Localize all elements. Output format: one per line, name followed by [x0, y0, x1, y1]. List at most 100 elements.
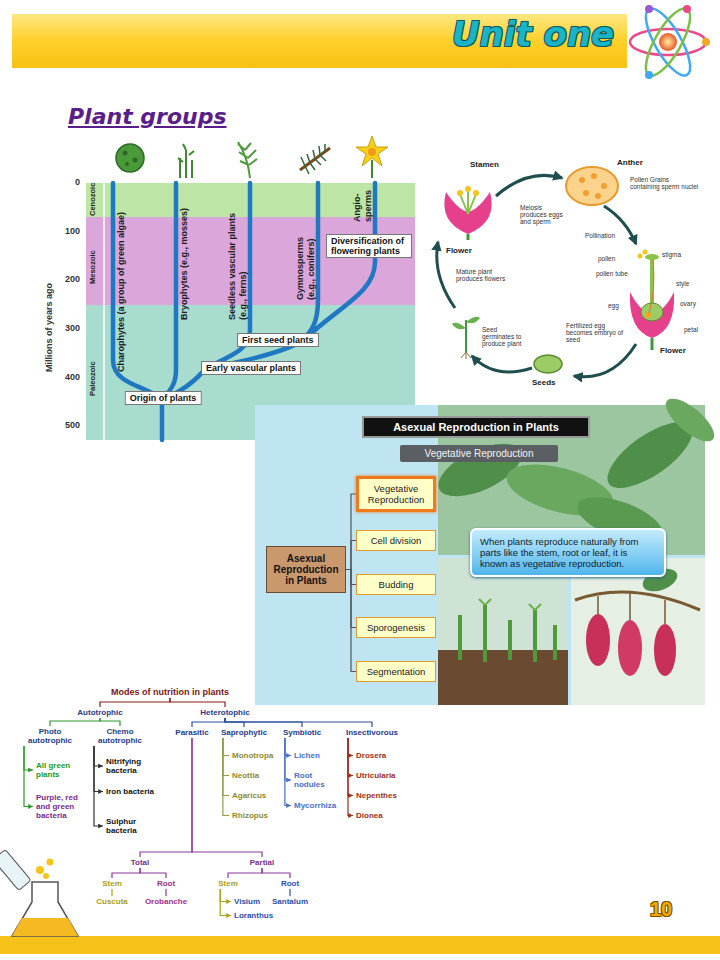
- tree-term: Orobanche: [143, 896, 189, 907]
- node-text: Neottia: [232, 771, 259, 780]
- node-text: Photo autotrophic: [22, 727, 78, 745]
- tree-term: Nepenthes: [354, 790, 399, 801]
- connector: [100, 718, 120, 726]
- branch-box: Budding: [356, 574, 436, 595]
- lineage-label: Angio-sperms: [352, 184, 374, 222]
- connector: [346, 494, 356, 570]
- tick-label: 300: [56, 323, 80, 333]
- root-box: Asexual Reproduction in Plants: [266, 546, 346, 593]
- connector: [192, 718, 225, 727]
- connector: [94, 746, 103, 792]
- connector: [111, 889, 112, 896]
- step-note: Mature plant produces flowers: [456, 268, 508, 282]
- branch-box: Vegetative Reproduction: [356, 476, 436, 512]
- node-text: Stem: [102, 879, 122, 888]
- panel-tab: Vegetative Reproduction: [400, 445, 558, 462]
- connector: [24, 746, 33, 807]
- node-text: Symbiotic: [283, 728, 321, 737]
- step-note: Fertilized egg becomes embryo of seed: [566, 322, 624, 343]
- tree-term: Chemo autotrophic: [90, 726, 150, 746]
- connector: [223, 738, 229, 756]
- connector: [223, 738, 229, 796]
- callout-box: When plants reproduce naturally from par…: [470, 528, 666, 577]
- node-text: Chemo autotrophic: [92, 727, 148, 745]
- connector: [112, 868, 140, 878]
- connector: [348, 738, 353, 816]
- node-text: Cuscuta: [96, 897, 128, 906]
- tree-term: Total: [129, 857, 152, 868]
- branch-box: Sporogenesis: [356, 617, 436, 638]
- node-text: Santalum: [272, 897, 308, 906]
- lineage-label: Charophytes (a group of green algae): [116, 212, 127, 372]
- part-label: stigma: [662, 251, 681, 258]
- connector: [225, 718, 372, 727]
- geologic-time-bands: [86, 183, 415, 440]
- connector: [262, 868, 290, 878]
- tree-term: Purple, red and green bacteria: [34, 792, 92, 821]
- part-label: Stamen: [470, 160, 499, 169]
- step-note: Seed germinates to produce plant: [482, 326, 530, 347]
- tree-term: Photo autotrophic: [20, 726, 80, 746]
- tree-term: Iron bacteria: [104, 786, 160, 797]
- phylogenetic-tree: [113, 183, 375, 440]
- tree-term: Neottia: [230, 770, 261, 781]
- tick-label: 100: [56, 226, 80, 236]
- stage-label: Flower: [446, 246, 472, 255]
- tree-term: Agaricus: [230, 790, 268, 801]
- connector: [170, 698, 225, 707]
- node-text: Asexual Reproduction in Plants: [367, 421, 585, 433]
- connector: [24, 746, 33, 770]
- connector: [223, 738, 229, 776]
- tree-term: Partial: [248, 857, 276, 868]
- tree-term: Insectivorous: [344, 727, 400, 738]
- tick-label: 0: [56, 177, 80, 187]
- step-note: Meiosis produces eggs and sperm: [520, 204, 570, 225]
- stage-label: Flower: [660, 346, 686, 355]
- node-text: First seed plants: [242, 335, 314, 345]
- tree-term: Lichen: [292, 750, 322, 761]
- page-number: 10: [650, 898, 672, 921]
- connector: [348, 738, 353, 796]
- node-text: Lichen: [294, 751, 320, 760]
- part-note: Pollen Grains containing sperm nuclei: [630, 176, 700, 190]
- panel-title: Asexual Reproduction in Plants: [362, 416, 590, 438]
- branch-box: Segmentation: [356, 661, 436, 682]
- node-text: Insectivorous: [346, 728, 398, 737]
- lineage-label: Gymnosperms (e.g., conifers): [295, 218, 317, 300]
- node-text: Diversification of flowering plants: [331, 236, 407, 256]
- node-text: Purple, red and green bacteria: [36, 793, 90, 820]
- node-text: Rhizopus: [232, 811, 268, 820]
- connector: [285, 738, 291, 756]
- part-label: pollen: [598, 255, 615, 262]
- era-label: Paleozoic: [88, 361, 97, 396]
- atom-icon: [630, 3, 710, 82]
- tree-term: Root nodules: [292, 770, 338, 790]
- node-text: Nitrifying bacteria: [106, 757, 158, 775]
- era-label: Mesozoic: [88, 250, 97, 284]
- connector: [285, 738, 291, 780]
- tree-term: All green plants: [34, 760, 86, 780]
- node-text: Saprophytic: [221, 728, 267, 737]
- node-text: Utricularia: [356, 771, 396, 780]
- connector: [165, 889, 166, 896]
- tree-term: Parasitic: [173, 727, 210, 738]
- tree-term: Root: [279, 878, 301, 889]
- node-text: Vegetative Reproduction: [403, 448, 555, 459]
- node-text: Root nodules: [294, 771, 336, 789]
- tree-term: Symbiotic: [281, 727, 323, 738]
- node-text: Cell division: [360, 535, 432, 546]
- header-bar: [0, 14, 720, 954]
- connector: [94, 746, 103, 766]
- tree-term: Stem: [216, 878, 240, 889]
- tree-term: Mycorrhiza: [292, 800, 338, 811]
- node-text: Vegetative Reproduction: [362, 483, 430, 505]
- lineage-label: Bryophytes (e.g., mosses): [179, 208, 190, 320]
- branch-box: Cell division: [356, 530, 436, 551]
- node-text: Parasitic: [175, 728, 208, 737]
- node-text: Asexual Reproduction in Plants: [271, 553, 341, 586]
- part-label: ovary: [680, 300, 696, 307]
- unit-heading: Unit one: [452, 14, 614, 54]
- tree-term: Root: [155, 878, 177, 889]
- part-label: egg: [608, 302, 619, 309]
- tree-term: Heterotophic: [198, 707, 251, 718]
